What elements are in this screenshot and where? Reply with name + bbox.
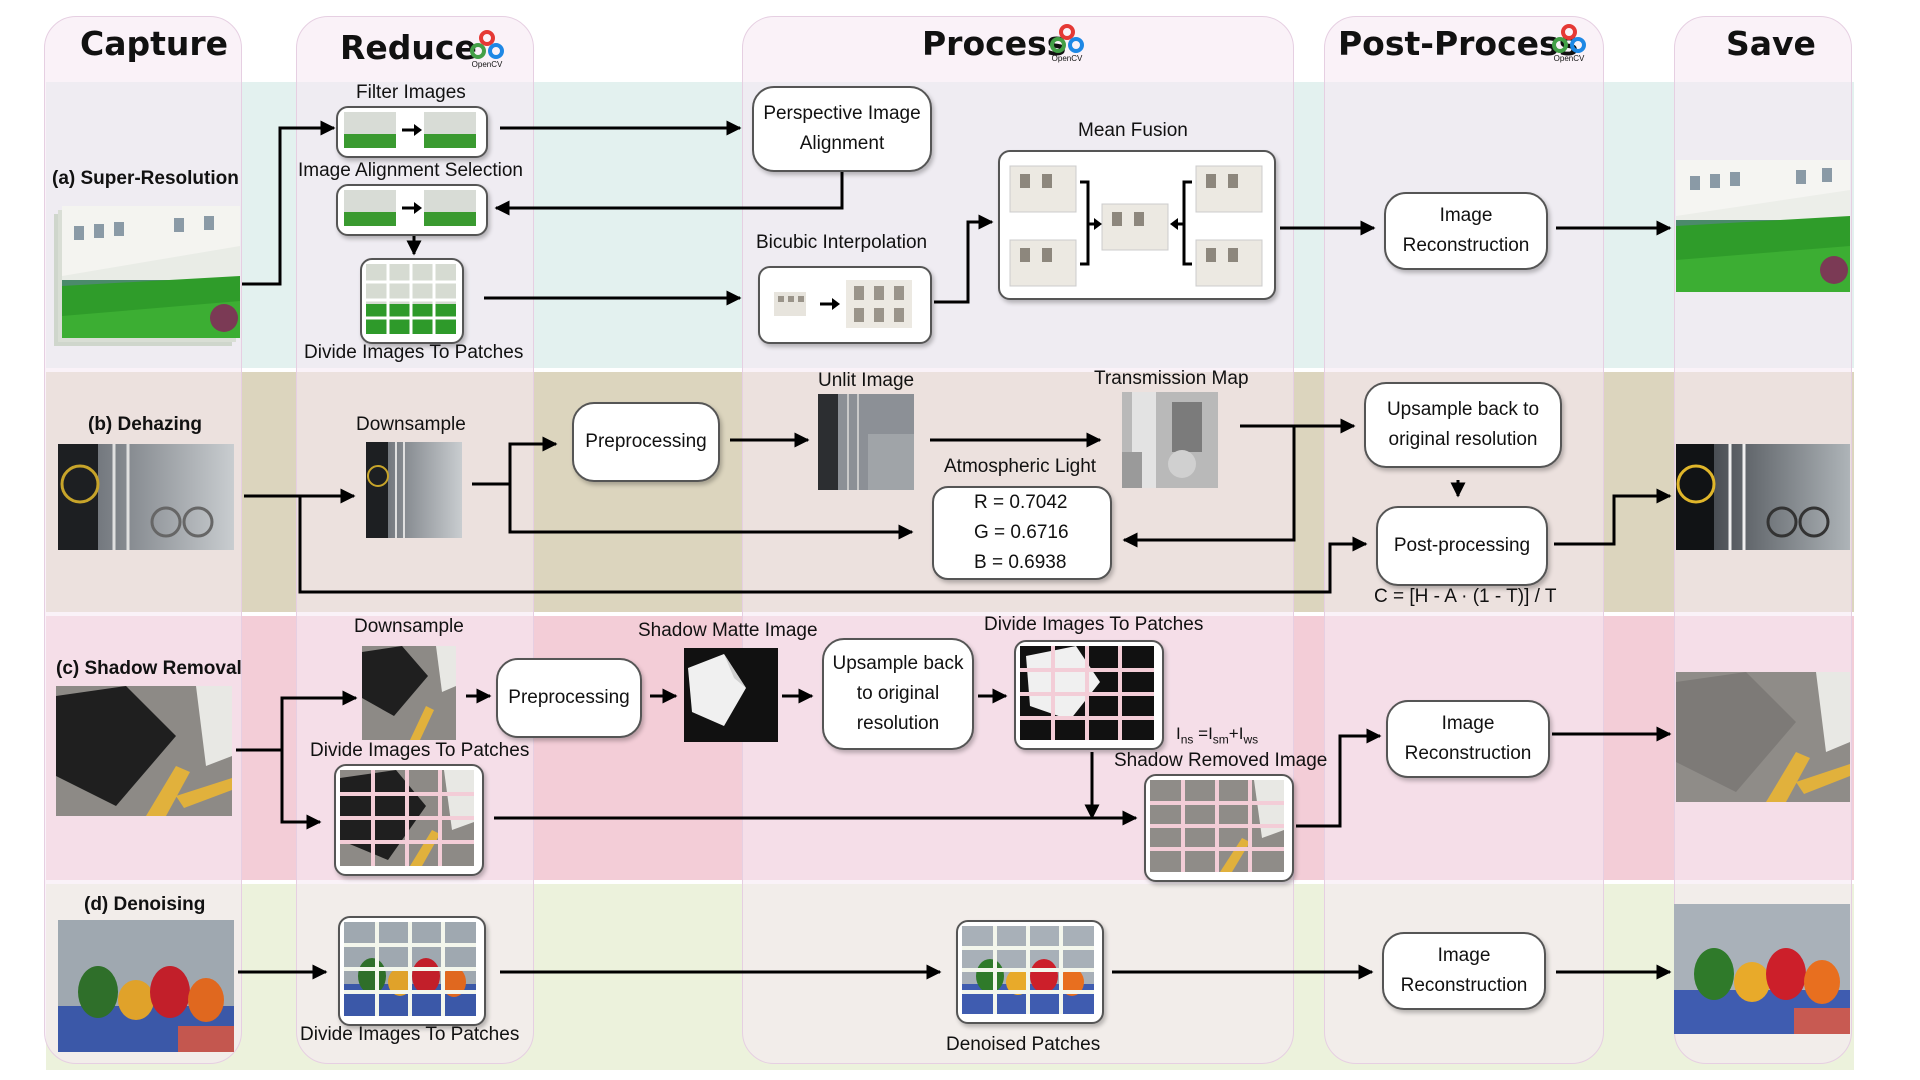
atmospheric-light-label: Atmospheric Light (944, 456, 1097, 477)
row-label-dehazing: (b) Dehazing (88, 414, 202, 435)
transmission-map-image (1122, 392, 1218, 488)
opencv-logo-post-process: OpenCV (1552, 24, 1586, 68)
downsample-image-c (362, 646, 456, 740)
divide-patches-label-a: Divide Images To Patches (304, 342, 524, 363)
arrow (236, 690, 358, 752)
shadow-matte-label: Shadow Matte Image (638, 620, 818, 641)
reconstruction-box-a: Image Reconstruction (1384, 192, 1548, 270)
dehazing-formula: C = [H - A · (1 - T)] / T (1374, 586, 1557, 607)
opencv-logo-reduce: OpenCV (470, 30, 504, 74)
downsample-label-b: Downsample (356, 414, 466, 435)
bicubic-thumbs (774, 280, 912, 328)
formula-ns: ns (1180, 732, 1194, 747)
thumb-pair (344, 112, 476, 148)
shadow-removal-output-image (1676, 672, 1850, 802)
post-processing-box: Post-processing (1376, 506, 1548, 586)
shadow-removal-input-image (56, 686, 232, 816)
reconstruction-box-c: Image Reconstruction (1386, 700, 1550, 778)
opencv-text: OpenCV (1553, 54, 1585, 63)
transmission-map-label: Transmission Map (1094, 368, 1249, 389)
upsample-box-b: Upsample back to original resolution (1364, 382, 1562, 468)
column-title-process: Process (922, 24, 1067, 63)
patch-grid-shadow-input (340, 770, 474, 866)
column-title-capture: Capture (80, 24, 229, 63)
arrow (934, 214, 994, 304)
mean-fusion-thumbs (1009, 165, 1263, 287)
denoised-patches-label: Denoised Patches (946, 1034, 1101, 1055)
downsample-label-c: Downsample (354, 616, 464, 637)
patch-grid-matte (1020, 646, 1154, 740)
downsample-image-b (366, 442, 462, 538)
arrow (242, 120, 336, 286)
super-resolution-input-image (54, 206, 240, 346)
atmospheric-light-box (932, 486, 1112, 580)
patch-grid-shadow-removed (1150, 780, 1284, 872)
arrow (298, 496, 1368, 594)
unlit-image-label: Unlit Image (818, 370, 915, 391)
arrow (494, 170, 844, 216)
opencv-text: OpenCV (1051, 54, 1083, 63)
perspective-alignment-box: Perspective Image Alignment (752, 86, 932, 172)
filter-images-label: Filter Images (356, 82, 466, 103)
formula-sm: sm (1212, 732, 1229, 747)
dehazing-output-image (1676, 444, 1850, 550)
row-label-super-resolution: (a) Super-Resolution (52, 168, 239, 189)
atmospheric-b-value: B = 0.6938 (974, 552, 1067, 573)
preprocessing-box-b: Preprocessing (572, 402, 720, 482)
formula-i: I (1176, 724, 1181, 743)
image-alignment-selection-label: Image Alignment Selection (298, 160, 523, 181)
opencv-text: OpenCV (471, 60, 503, 69)
unlit-image (818, 394, 914, 490)
column-title-save: Save (1726, 24, 1816, 63)
formula-plus: +I (1228, 724, 1244, 743)
mean-fusion-label: Mean Fusion (1078, 120, 1188, 141)
arrow (1122, 424, 1296, 548)
column-title-reduce: Reduce (340, 28, 477, 67)
arrow (1554, 488, 1672, 546)
column-title-post-process: Post-Process (1338, 24, 1579, 63)
filter-images-thumbs (344, 112, 476, 226)
divide-patches-label-c-bottom: Divide Images To Patches (310, 740, 530, 761)
formula-eq: =I (1193, 724, 1213, 743)
patch-grid-denoising-input (344, 922, 476, 1016)
preprocessing-box-c: Preprocessing (496, 658, 642, 738)
divide-patches-label-d: Divide Images To Patches (300, 1024, 520, 1045)
shadow-removed-label: Shadow Removed Image (1114, 750, 1328, 771)
row-label-shadow-removal: (c) Shadow Removal (56, 658, 242, 679)
dehazing-input-image (58, 444, 234, 550)
arrow (472, 436, 558, 486)
denoising-output-image (1674, 904, 1850, 1034)
super-resolution-output-image (1676, 160, 1850, 292)
arrow (508, 484, 914, 540)
denoising-input-image (58, 920, 234, 1052)
patch-grid-denoised (962, 926, 1094, 1014)
bicubic-interpolation-label: Bicubic Interpolation (756, 232, 928, 253)
patch-grid-super-resolution (366, 264, 456, 334)
arrow (1296, 728, 1382, 828)
shadow-formula: Ins =Ism+Iws (1176, 724, 1258, 746)
atmospheric-r-value: R = 0.7042 (974, 492, 1068, 513)
opencv-logo-process: OpenCV (1050, 24, 1084, 68)
shadow-matte-image (684, 648, 778, 742)
row-label-denoising: (d) Denoising (84, 894, 206, 915)
atmospheric-g-value: G = 0.6716 (974, 522, 1069, 543)
upsample-box-c: Upsample back to original resolution (822, 638, 974, 750)
reconstruction-box-d: Image Reconstruction (1382, 932, 1546, 1010)
formula-ws: ws (1243, 732, 1259, 747)
divide-patches-label-c-top: Divide Images To Patches (984, 614, 1204, 635)
arrow (280, 750, 322, 830)
